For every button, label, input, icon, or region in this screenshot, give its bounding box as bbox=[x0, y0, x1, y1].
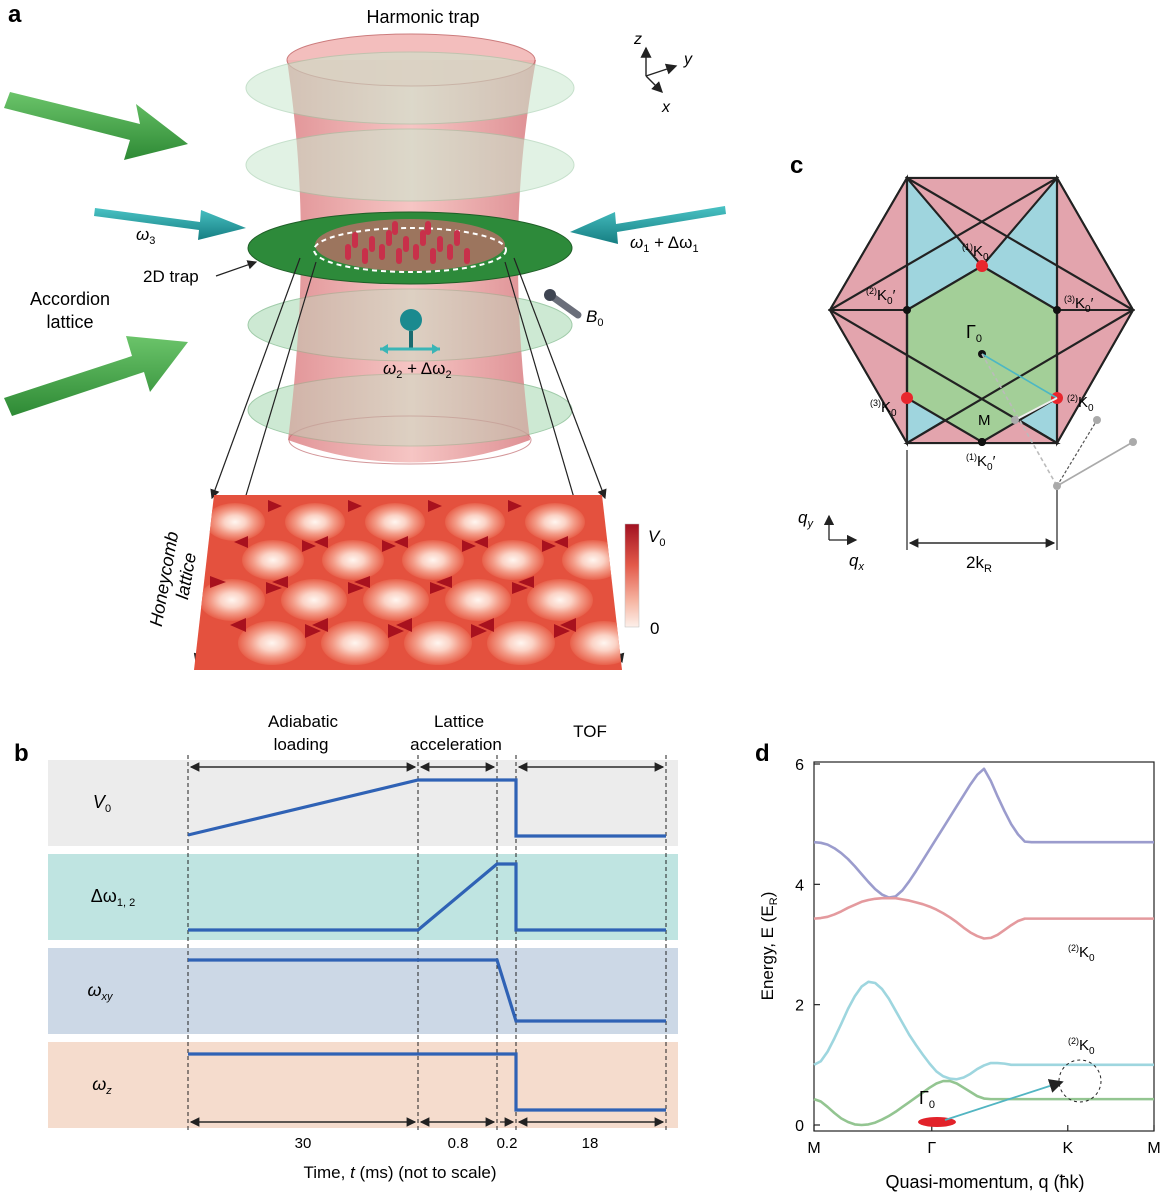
panel-c-letter: c bbox=[790, 152, 803, 179]
two-d-trap-disk bbox=[247, 211, 573, 285]
x-tick-label: Γ bbox=[927, 1140, 936, 1157]
delta-omega-trace bbox=[188, 862, 666, 932]
k-label-1: (1)K0 bbox=[962, 242, 989, 263]
band-line-4 bbox=[813, 1079, 1154, 1127]
omega2-label: ω2 + Δω2 bbox=[383, 359, 452, 381]
time-axis-label: Time, t (ms) (not to scale) bbox=[303, 1163, 496, 1182]
plot-frame bbox=[813, 761, 1155, 1132]
omega3-arrow bbox=[94, 208, 246, 240]
accordion-label-line2: lattice bbox=[46, 312, 93, 332]
quasi-momentum-axis-label: Quasi-momentum, q (ħk) bbox=[885, 1172, 1084, 1192]
duration-30: 30 bbox=[295, 1135, 312, 1152]
k-point-1 bbox=[976, 260, 988, 272]
energy-axis-label: Energy, E (ER) bbox=[758, 892, 780, 1001]
colorbar bbox=[624, 523, 640, 628]
band-line-3 bbox=[813, 980, 1154, 1081]
x-tick-label: K bbox=[1062, 1140, 1073, 1157]
y-tick-label: 2 bbox=[795, 998, 804, 1015]
v0-trace bbox=[187, 778, 666, 838]
panel-b-letter: b bbox=[14, 740, 29, 767]
row-bg-delta-omega bbox=[48, 854, 678, 940]
annot-k0-lower: (2)K0 bbox=[1068, 1036, 1095, 1057]
y-tick-label: 4 bbox=[795, 877, 804, 894]
width-label: 2kR bbox=[966, 553, 992, 575]
honeycomb-lattice-map bbox=[194, 495, 622, 670]
two-d-trap-label: 2D trap bbox=[143, 267, 199, 286]
k-label-2: (2)K0′ bbox=[866, 286, 896, 307]
annot-k0-upper: (2)K0 bbox=[1068, 943, 1095, 964]
band-line-2 bbox=[813, 896, 1154, 940]
phase-lattice-line1: Lattice bbox=[434, 712, 484, 731]
k-point-3 bbox=[901, 392, 913, 404]
omega-z-trace bbox=[188, 1052, 666, 1112]
duration-18: 18 bbox=[582, 1135, 599, 1152]
y-ticks: 0 2 4 6 bbox=[795, 757, 820, 1135]
timing-waveforms bbox=[187, 778, 666, 1112]
k-point-circle bbox=[1058, 1059, 1102, 1103]
panel-b: b Adiabatic loading Lattice acceleration… bbox=[14, 712, 678, 1182]
width-dimension bbox=[906, 450, 1058, 550]
duration-0-8: 0.8 bbox=[448, 1135, 469, 1152]
acceleration-arrow bbox=[944, 1079, 1064, 1121]
axis-gizmo bbox=[640, 46, 678, 93]
row-label-omega-xy: ωxy bbox=[87, 980, 114, 1003]
y-tick-label: 0 bbox=[795, 1118, 804, 1135]
b0-arrow bbox=[544, 289, 582, 319]
b0-label: B0 bbox=[586, 307, 603, 329]
row-bg-v0 bbox=[48, 760, 678, 846]
x-tick-label: M bbox=[1147, 1140, 1160, 1157]
k-label-4: (3)K0 bbox=[870, 398, 897, 419]
band-series bbox=[813, 767, 1154, 1127]
phase-lattice-line2: acceleration bbox=[410, 735, 502, 754]
accordion-label-line1: Accordion bbox=[30, 289, 110, 309]
colorbar-max-label: V0 bbox=[648, 527, 665, 549]
row-label-omega-z: ωz bbox=[92, 1074, 112, 1097]
omega1-arrow bbox=[570, 206, 726, 244]
omega2-probe bbox=[380, 309, 440, 354]
y-tick-label: 6 bbox=[795, 757, 804, 774]
annot-gamma: Γ0 bbox=[919, 1088, 935, 1111]
m-label: M bbox=[978, 412, 991, 429]
reciprocal-paths bbox=[981, 353, 1137, 490]
phase-tof: TOF bbox=[573, 722, 607, 741]
duration-0-2: 0.2 bbox=[497, 1135, 518, 1152]
harmonic-trap-label: Harmonic trap bbox=[366, 7, 479, 27]
axis-x-label: x bbox=[661, 99, 671, 116]
accordion-arrow-lower bbox=[4, 336, 188, 416]
gamma-label: Γ0 bbox=[966, 322, 982, 345]
axis-y-label: y bbox=[683, 51, 693, 68]
row-label-v0: V0 bbox=[93, 792, 111, 815]
panel-a: a Harmonic trap bbox=[4, 1, 726, 670]
omega-xy-trace bbox=[188, 958, 666, 1023]
phase-adiabatic-line2: loading bbox=[274, 735, 329, 754]
k-label-3: (3)K0′ bbox=[1064, 294, 1094, 315]
phase-span-arrows bbox=[189, 762, 665, 1127]
k-label-5: (2)K0 bbox=[1067, 393, 1094, 414]
kprime-point-2 bbox=[903, 306, 911, 314]
colorbar-min-label: 0 bbox=[650, 619, 659, 638]
kprime-point-3 bbox=[1053, 306, 1061, 314]
panel-d: d 0 2 4 6 M Γ K M Energy, E (ER) Quasi-momentu… bbox=[755, 740, 1161, 1192]
panel-c: c bbox=[790, 152, 1137, 575]
row-label-delta-omega: Δω1, 2 bbox=[91, 886, 135, 909]
q-axes bbox=[823, 514, 858, 546]
phase-adiabatic-line1: Adiabatic bbox=[268, 712, 338, 731]
k-label-6: (1)K0′ bbox=[966, 452, 996, 473]
panel-a-letter: a bbox=[8, 1, 22, 28]
panel-d-letter: d bbox=[755, 740, 770, 767]
row-bg-omega-z bbox=[48, 1042, 678, 1128]
omega1-label: ω1 + Δω1 bbox=[630, 233, 699, 255]
accordion-arrow-upper bbox=[4, 92, 188, 160]
qy-label: qy bbox=[798, 508, 814, 530]
omega3-label: ω3 bbox=[136, 225, 155, 247]
axis-z-label: z bbox=[633, 31, 642, 48]
atom-array bbox=[345, 221, 470, 264]
band-line-1 bbox=[813, 767, 1154, 899]
x-tick-label: M bbox=[807, 1140, 820, 1157]
qx-label: qx bbox=[849, 551, 864, 573]
